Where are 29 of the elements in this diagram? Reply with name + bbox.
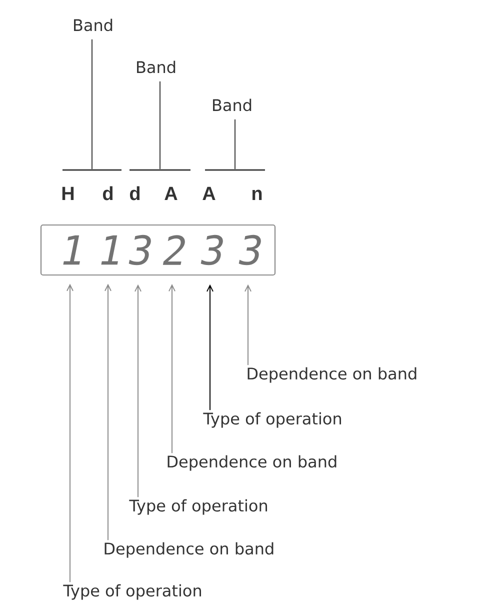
segment-letter: d	[102, 186, 113, 200]
arrow	[244, 284, 252, 366]
digital-display	[40, 224, 276, 276]
text-label: Band	[137, 60, 176, 74]
text-label: Type of operation	[63, 584, 201, 600]
text-label: Dependence on band	[168, 455, 336, 471]
segment-letter: A	[202, 186, 216, 200]
text-label: Band	[213, 98, 252, 112]
arrow	[104, 284, 112, 541]
display-digit: 1	[101, 235, 118, 265]
arrow	[66, 284, 74, 583]
display-digit: 3	[128, 234, 151, 266]
display-digit: 1	[63, 235, 80, 265]
display-digit: 3	[200, 234, 223, 266]
display-digit: 2	[162, 235, 185, 265]
segment-letter: d	[130, 186, 140, 200]
arrow	[168, 284, 176, 454]
text-label: Type of operation	[203, 412, 341, 428]
text-label: Band	[74, 18, 112, 32]
leader-line	[234, 118, 236, 170]
text-label: Type of operation	[129, 499, 267, 515]
display-digit: 3	[238, 234, 261, 266]
arrow	[206, 284, 214, 411]
segment-letter: H	[62, 186, 74, 200]
segment-letter: n	[252, 190, 262, 200]
arrow	[134, 284, 142, 498]
segment-letter: A	[164, 186, 178, 200]
text-label: Dependence on band	[104, 542, 274, 558]
text-label: Dependence on band	[248, 367, 416, 383]
